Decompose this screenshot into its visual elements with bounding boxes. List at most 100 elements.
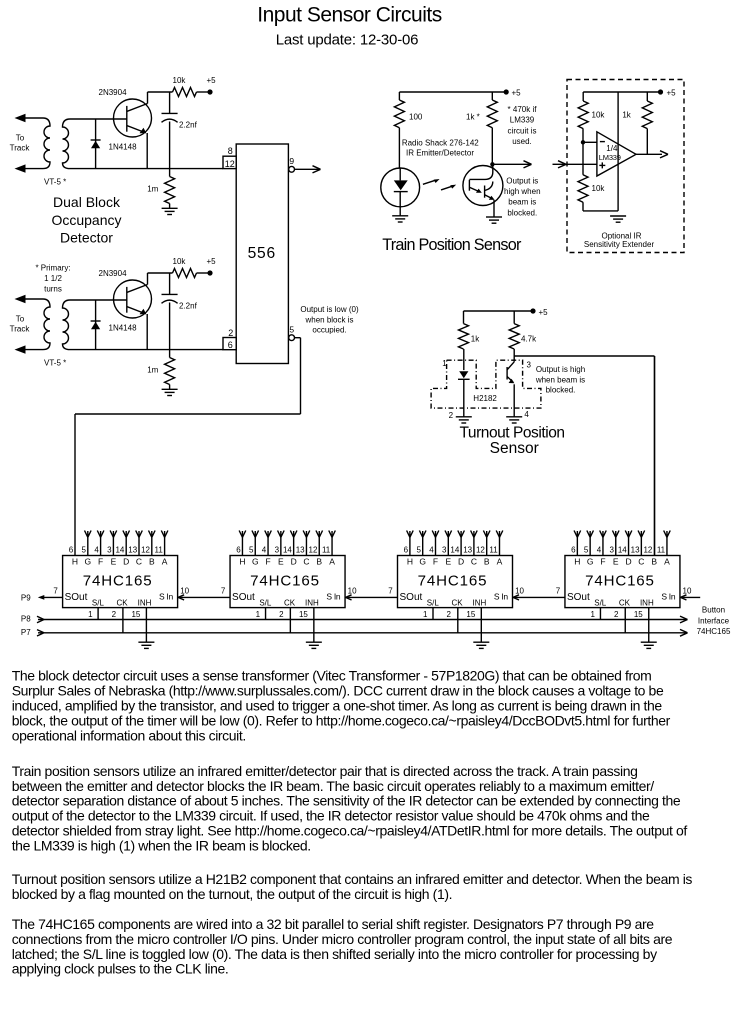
svg-text:1: 1 [88,610,93,619]
svg-text:LM339: LM339 [510,116,535,125]
svg-text:E: E [613,557,619,567]
svg-text:Radio Shack 276-142: Radio Shack 276-142 [402,138,479,147]
svg-text:INH: INH [640,599,654,608]
svg-text:556: 556 [248,245,276,262]
svg-text:LM339: LM339 [599,153,621,162]
svg-text:A: A [664,557,670,567]
svg-text:C: C [136,557,142,567]
svg-text:B: B [484,557,490,567]
svg-text:100: 100 [409,112,423,121]
svg-text:Train Position Sensor: Train Position Sensor [382,236,522,254]
svg-text:+5: +5 [207,76,217,85]
svg-text:beam is: beam is [508,198,536,207]
svg-text:B: B [651,557,657,567]
svg-text:6: 6 [236,546,241,555]
svg-text:2: 2 [112,610,117,619]
svg-text:SOut: SOut [567,592,590,603]
svg-text:Turnout position sensors utili: Turnout position sensors utilize a H21B2… [12,871,693,887]
svg-text:D: D [458,557,464,567]
svg-text:S In: S In [159,591,173,601]
svg-text:14: 14 [618,546,627,555]
svg-text:74HC165: 74HC165 [250,573,320,590]
svg-text:15: 15 [634,610,643,619]
svg-text:C: C [638,557,644,567]
svg-text:2: 2 [449,411,454,420]
svg-text:Track: Track [10,143,31,152]
svg-text:IR Emitter/Detector: IR Emitter/Detector [406,149,474,158]
svg-text:15: 15 [466,610,475,619]
svg-text:5: 5 [416,546,421,555]
svg-text:D: D [123,557,129,567]
svg-text:* Primary:: * Primary: [35,263,70,272]
svg-text:10: 10 [683,586,692,595]
svg-text:6: 6 [571,546,576,555]
svg-text:5: 5 [249,546,254,555]
svg-text:INH: INH [138,599,152,608]
svg-text:Track: Track [10,324,31,333]
svg-text:G: G [419,557,426,567]
svg-text:Detector: Detector [60,229,113,245]
svg-text:5: 5 [289,324,294,334]
svg-text:4: 4 [262,546,267,555]
svg-text:10k: 10k [592,110,606,119]
svg-text:1: 1 [256,610,261,619]
svg-text:C: C [303,557,309,567]
svg-text:4: 4 [429,546,434,555]
svg-text:4: 4 [524,410,529,419]
svg-text:1N4148: 1N4148 [109,142,138,151]
svg-text:blocked by a flag mounted on t: blocked by a flag mounted on the turnout… [12,886,452,902]
svg-text:Dual Block: Dual Block [53,194,121,210]
svg-text:3: 3 [275,546,280,555]
svg-text:2.2nf: 2.2nf [179,121,198,130]
svg-text:74HC165: 74HC165 [697,627,731,636]
svg-text:1N4148: 1N4148 [109,323,138,332]
svg-text:11: 11 [154,546,163,555]
svg-text:C: C [471,557,477,567]
svg-text:4: 4 [597,546,602,555]
svg-text:Occupancy: Occupancy [51,212,121,228]
svg-text:10k: 10k [173,76,187,85]
svg-text:latched; the S/L line is toggl: latched; the S/L line is toggled low (0)… [12,946,657,962]
svg-text:connections from the micro con: connections from the micro controller I/… [12,931,673,947]
svg-text:A: A [162,557,168,567]
svg-text:10: 10 [180,586,189,595]
svg-text:F: F [433,557,438,567]
svg-text:high when: high when [504,187,540,196]
svg-text:4.7k: 4.7k [521,335,537,344]
svg-text:H: H [239,557,245,567]
svg-text:induced, amplified by the tran: induced, amplified by the transistor, an… [12,698,663,714]
svg-text:P8: P8 [21,614,31,623]
svg-text:SOut: SOut [400,592,423,603]
svg-text:used.: used. [512,137,532,146]
svg-text:CK: CK [117,599,129,608]
svg-text:B: B [149,557,155,567]
svg-text:* 470k if: * 470k if [508,105,538,114]
svg-text:10: 10 [348,586,357,595]
svg-text:3: 3 [442,546,447,555]
svg-text:F: F [600,557,605,567]
svg-text:Sensor: Sensor [490,440,539,457]
svg-text:detector shielded from stray l: detector shielded from stray light. See … [12,823,688,839]
svg-text:12: 12 [476,546,485,555]
svg-text:G: G [587,557,594,567]
svg-text:F: F [265,557,270,567]
svg-text:14: 14 [115,546,124,555]
svg-text:VT-5 *: VT-5 * [44,178,66,187]
svg-text:13: 13 [463,546,472,555]
svg-text:1m: 1m [147,184,158,193]
svg-text:+5: +5 [207,257,217,266]
svg-text:Interface: Interface [698,617,730,626]
svg-text:Surplur Sales of Nebraska (htt: Surplur Sales of Nebraska (http://www.su… [12,683,664,699]
svg-text:E: E [111,557,117,567]
svg-text:circuit is: circuit is [508,126,537,135]
svg-text:12: 12 [643,546,652,555]
svg-text:10: 10 [515,586,524,595]
svg-text:operational information about: operational information about this circu… [12,727,246,743]
svg-text:2: 2 [614,610,619,619]
svg-text:INH: INH [305,599,319,608]
svg-text:block, the output of the timer: block, the output of the timer will be l… [12,713,671,729]
svg-text:The 74HC165 components are wir: The 74HC165 components are wired into a … [12,916,655,932]
svg-text:7: 7 [221,586,226,595]
svg-text:3: 3 [526,360,531,369]
svg-text:7: 7 [556,586,561,595]
